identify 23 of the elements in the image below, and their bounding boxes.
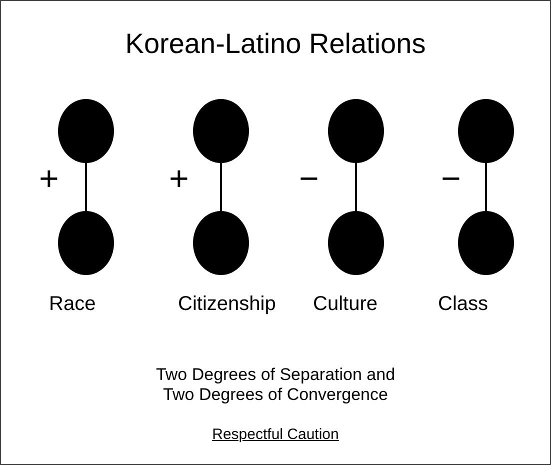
category-label: Race bbox=[49, 292, 96, 316]
plus-sign: + bbox=[39, 159, 59, 200]
summary-text: Two Degrees of Separation and Two Degrees of Convergence bbox=[154, 365, 396, 406]
conclusion-text: Respectful Caution bbox=[212, 426, 339, 444]
filled-circle bbox=[458, 211, 514, 275]
connector-line bbox=[220, 163, 222, 211]
connector-line bbox=[85, 163, 87, 211]
plus-sign: + bbox=[169, 159, 189, 200]
minus-sign: − bbox=[441, 159, 461, 200]
connector-line bbox=[485, 163, 487, 211]
filled-circle bbox=[193, 211, 249, 275]
filled-circle bbox=[58, 99, 114, 163]
category-label: Class bbox=[438, 292, 488, 316]
title: Korean-Latino Relations bbox=[125, 27, 426, 61]
filled-circle bbox=[193, 99, 249, 163]
filled-circle bbox=[458, 99, 514, 163]
filled-circle bbox=[328, 211, 384, 275]
connector-line bbox=[355, 163, 357, 211]
filled-circle bbox=[58, 211, 114, 275]
category-label: Citizenship bbox=[178, 292, 276, 316]
minus-sign: − bbox=[299, 159, 319, 200]
category-label: Culture bbox=[313, 292, 378, 316]
filled-circle bbox=[328, 99, 384, 163]
